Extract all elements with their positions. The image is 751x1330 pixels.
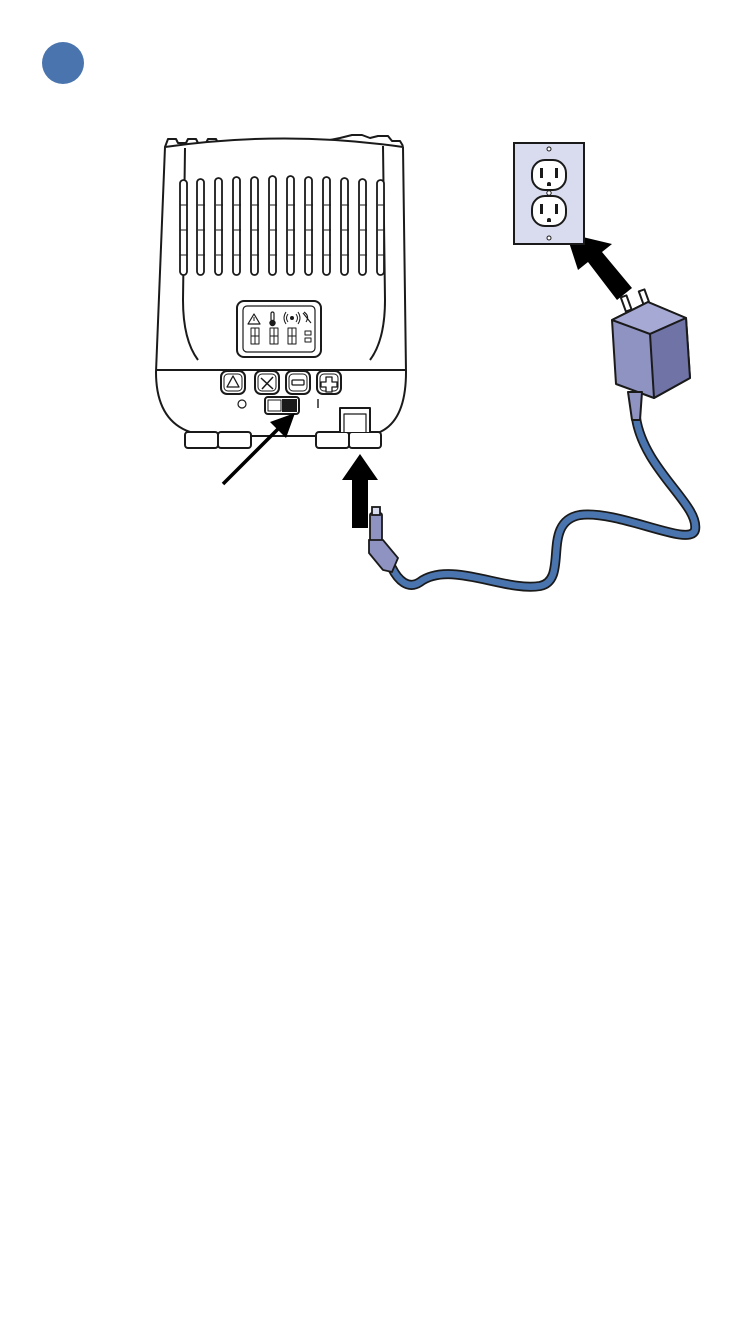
- heater-device: [156, 135, 406, 448]
- plus-button[interactable]: [317, 371, 341, 394]
- wall-outlet: [514, 143, 584, 244]
- thermometer-icon: [270, 312, 275, 326]
- minus-button[interactable]: [286, 371, 310, 394]
- dc-plug: [369, 507, 398, 572]
- lcd-display: [237, 301, 321, 357]
- dc-jack[interactable]: [340, 408, 370, 432]
- outlet-socket-top: [532, 160, 566, 190]
- warning-button[interactable]: [221, 371, 245, 394]
- settings-button[interactable]: [255, 371, 279, 394]
- step-number-badge: [42, 42, 84, 84]
- power-cord: [392, 418, 695, 587]
- power-switch[interactable]: [265, 397, 299, 414]
- device-body: [156, 139, 406, 437]
- power-adapter: [612, 289, 690, 420]
- outlet-socket-bottom: [532, 196, 566, 226]
